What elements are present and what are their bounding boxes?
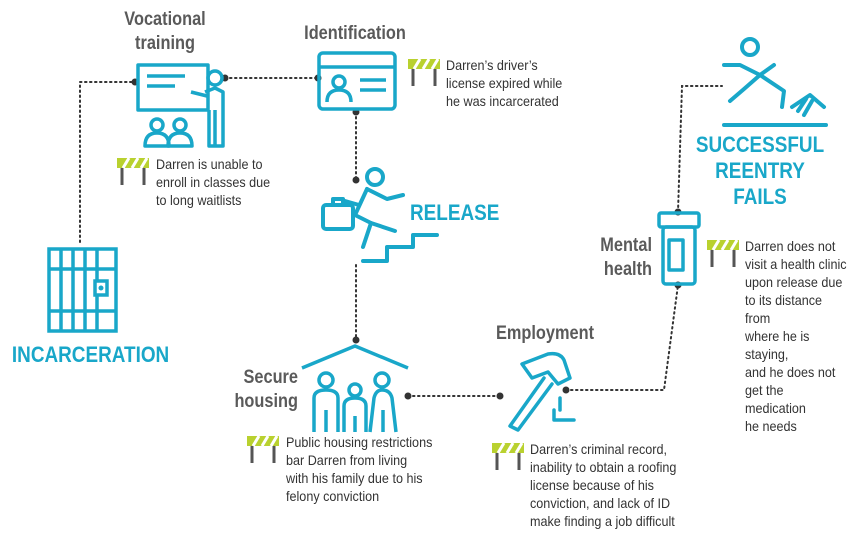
note-line: with his family due to his	[286, 470, 423, 486]
note-line: where he is staying,	[745, 328, 810, 362]
stage-label-line: Vocational	[124, 9, 206, 30]
stage-label-release: RELEASE	[410, 200, 500, 225]
note-line: Darren does not	[745, 238, 836, 254]
stage-label-line: housing	[234, 391, 298, 412]
note-line: he was incarcerated	[446, 93, 559, 109]
stage-label-line: Mental	[600, 235, 652, 256]
note-line: license because of his	[530, 477, 654, 493]
roadblock-icon	[408, 58, 440, 86]
roadblock-icon	[117, 157, 149, 185]
note-line: upon release due	[745, 274, 843, 290]
falling-person-icon	[722, 37, 828, 127]
note-line: visit a health clinic	[745, 256, 847, 272]
stage-label-line: Secure	[243, 367, 298, 388]
stage-label-line: training	[135, 33, 195, 54]
note-line: Darren’s criminal record,	[530, 441, 668, 457]
id-card-icon	[317, 51, 397, 111]
stage-label-line: health	[603, 259, 652, 280]
stage-label-mental-health: Mental health	[573, 234, 652, 282]
note-line: conviction, and lack of ID	[530, 495, 671, 511]
note-line: make finding a job difficult	[530, 513, 675, 529]
note-line: Public housing restrictions	[286, 434, 433, 450]
note-line: felony conviction	[286, 488, 380, 504]
stage-label-vocational-training: Vocational training	[118, 8, 213, 56]
barrier-note-housing: Public housing restrictions bar Darren f…	[286, 433, 432, 505]
jail-cell-icon	[47, 247, 118, 333]
stage-label-identification: Identification	[304, 23, 406, 44]
roadblock-icon	[492, 442, 524, 470]
outcome-label: SUCCESSFUL REENTRY FAILS	[691, 132, 829, 210]
note-line: get the medication	[745, 382, 806, 416]
note-line: license expired while	[446, 75, 563, 91]
outcome-label-line: SUCCESSFUL	[695, 132, 825, 157]
note-line: bar Darren from living	[286, 452, 408, 468]
barrier-note-employment: Darren’s criminal record, inability to o…	[530, 440, 676, 530]
note-line: to its distance from	[745, 292, 823, 326]
note-line: Darren’s driver’s	[446, 57, 538, 73]
outcome-label-line: REENTRY FAILS	[715, 158, 805, 209]
note-line: he needs	[745, 418, 797, 434]
barrier-note-vocational: Darren is unable to enroll in classes du…	[156, 155, 270, 209]
barrier-note-mental-health: Darren does not visit a health clinic up…	[745, 237, 847, 435]
note-line: and he does not	[745, 364, 836, 380]
roadblock-icon	[247, 435, 279, 463]
stage-label-secure-housing: Secure housing	[221, 366, 298, 414]
note-line: inability to obtain a roofing	[530, 459, 677, 475]
stage-label-employment: Employment	[495, 323, 595, 344]
teacher-board-icon	[136, 63, 225, 148]
hammer-icon	[508, 351, 576, 432]
barrier-note-identification: Darren’s driver’s license expired while …	[446, 56, 562, 110]
note-line: to long waitlists	[156, 192, 242, 208]
family-house-icon	[301, 344, 409, 433]
stage-label-incarceration: INCARCERATION	[11, 342, 170, 367]
note-line: enroll in classes due	[156, 174, 271, 190]
pill-bottle-icon	[657, 211, 701, 286]
roadblock-icon	[707, 239, 739, 267]
running-person-icon	[321, 167, 439, 263]
note-line: Darren is unable to	[156, 156, 263, 172]
